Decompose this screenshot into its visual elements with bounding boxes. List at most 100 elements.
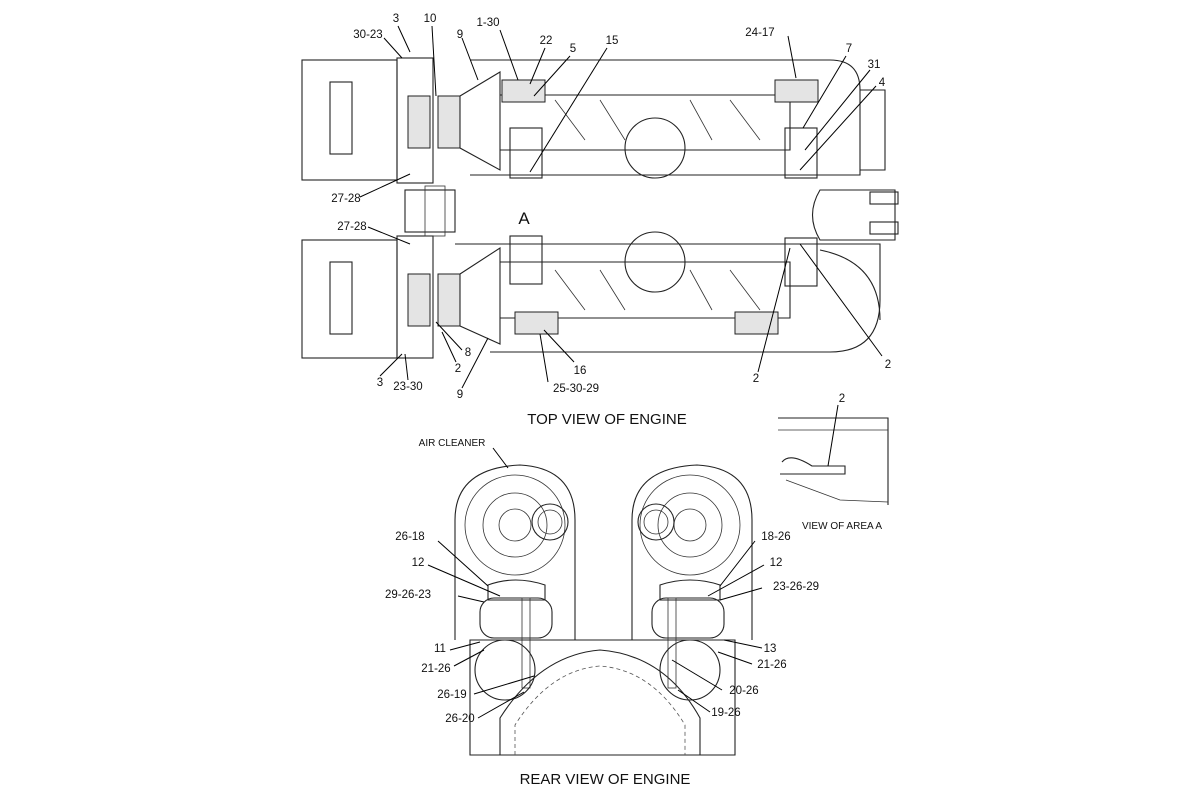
loop-tab-lower <box>869 221 899 235</box>
saddle-bracket-right <box>659 579 721 601</box>
rear-callout-23-26-29: 23-26-29 <box>773 581 819 593</box>
callout-27-28-upper: 27-28 <box>331 193 360 205</box>
callout-3-top: 3 <box>393 13 399 25</box>
callout-4: 4 <box>879 77 886 89</box>
callout-9-bottom: 9 <box>457 389 463 401</box>
turbo-housing-lower <box>624 231 686 293</box>
callout-10: 10 <box>424 13 437 25</box>
air-cleaner-left-outlet-inner <box>537 509 563 535</box>
mounting-plate-lower <box>329 261 353 335</box>
air-cleaner-right-outlet <box>637 503 675 541</box>
flywheel-housing-hidden-line <box>514 665 686 755</box>
flange-upper <box>396 57 434 184</box>
bellows-lower-2 <box>437 273 461 327</box>
air-cleaner-left-ring-2 <box>482 492 548 558</box>
turbo-housing-upper <box>624 117 686 179</box>
flange-lower <box>396 235 434 359</box>
area-a-floor <box>785 479 889 503</box>
center-link-plate <box>424 185 446 237</box>
air-cleaner-right-outlet-inner <box>643 509 669 535</box>
mounting-plate-upper <box>329 81 353 155</box>
loop-tab-upper <box>869 191 899 205</box>
manifold-ribs-upper <box>554 99 761 141</box>
callout-9-top: 9 <box>457 29 463 41</box>
elbow-lower-right <box>819 249 881 321</box>
callout-30-23: 30-23 <box>353 29 382 41</box>
outlet-duct-right <box>651 597 725 639</box>
rear-callout-11: 11 <box>434 643 446 655</box>
callout-7: 7 <box>846 43 852 55</box>
rear-callout-13: 13 <box>764 643 777 655</box>
rear-view-leaders <box>427 447 765 719</box>
manifold-tube-lower <box>500 261 791 319</box>
air-cleaner-left-ring-3 <box>498 508 532 542</box>
strap-right <box>667 597 677 689</box>
area-a-bracket <box>780 457 846 475</box>
callout-2-left: 2 <box>455 363 461 375</box>
round-plate-right <box>659 639 721 701</box>
rear-callout-26-20: 26-20 <box>445 713 474 725</box>
rear-callout-21-26-left: 21-26 <box>421 663 450 675</box>
manifold-housing-upper <box>470 59 861 176</box>
transition-duct-lower <box>459 246 501 345</box>
air-cleaner-right-ring-3 <box>673 508 707 542</box>
callout-2-center: 2 <box>753 373 759 385</box>
transition-duct-upper <box>459 71 501 171</box>
callout-25-30-29: 25-30-29 <box>553 383 599 395</box>
area-a-detail: 2 VIEW OF AREA A <box>778 393 889 532</box>
clamp-group-lower-left <box>514 311 559 335</box>
top-view-labels: 3 30-23 10 9 1-30 22 5 15 24-17 7 31 4 2… <box>331 13 891 428</box>
callout-3-bottom: 3 <box>377 377 383 389</box>
top-view-drawing <box>301 57 899 359</box>
bellows-upper-1 <box>407 95 431 149</box>
flywheel-housing-frame <box>469 639 736 756</box>
callout-8: 8 <box>465 347 471 359</box>
bellows-lower-1 <box>407 273 431 327</box>
manifold-housing-lower <box>455 243 881 353</box>
rear-callout-19-26: 19-26 <box>711 707 740 719</box>
rear-callout-29-26-23: 29-26-23 <box>385 589 431 601</box>
manifold-ribs-lower <box>554 269 761 311</box>
air-cleaner-box-lower <box>301 239 398 359</box>
bracket-upper-left <box>509 127 543 179</box>
bracket-upper-right <box>784 127 818 179</box>
air-cleaner-box-upper <box>301 59 398 181</box>
strap-left <box>521 597 531 689</box>
callout-23-30: 23-30 <box>393 381 422 393</box>
shield-right-upper <box>860 89 886 171</box>
rear-callout-26-19: 26-19 <box>437 689 466 701</box>
center-link <box>404 189 456 233</box>
top-view-caption: TOP VIEW OF ENGINE <box>527 411 686 428</box>
rear-callout-26-18: 26-18 <box>395 531 424 543</box>
rear-view-caption: REAR VIEW OF ENGINE <box>520 771 691 788</box>
air-cleaner-right-ring-1 <box>639 474 741 576</box>
bracket-lower-right <box>784 237 818 287</box>
saddle-bracket-left <box>487 579 546 601</box>
area-view-caption: VIEW OF AREA A <box>802 521 882 532</box>
callout-31: 31 <box>868 59 881 71</box>
callout-5: 5 <box>570 43 576 55</box>
manifold-tube-upper <box>500 94 791 151</box>
flywheel-housing <box>499 649 701 755</box>
rear-view-labels: AIR CLEANER 26-18 12 29-26-23 11 21-26 2… <box>385 438 819 788</box>
air-cleaner-label: AIR CLEANER <box>419 438 486 449</box>
area-a-marker: A <box>518 209 530 228</box>
air-cleaner-left-ring-1 <box>464 474 566 576</box>
clamp-group-lower-right <box>734 311 779 335</box>
clamp-group-upper-left <box>501 79 546 103</box>
callout-1-30: 1-30 <box>476 17 499 29</box>
callout-15: 15 <box>606 35 619 47</box>
bellows-upper-2 <box>437 95 461 149</box>
bracket-lower-left <box>509 235 543 285</box>
top-view-leaders <box>359 25 883 389</box>
air-cleaner-right <box>631 464 753 640</box>
air-cleaner-right-ring-2 <box>657 492 723 558</box>
callout-27-28-lower: 27-28 <box>337 221 366 233</box>
air-cleaner-left <box>454 464 576 640</box>
callout-16: 16 <box>574 365 587 377</box>
air-cleaner-left-outlet <box>531 503 569 541</box>
area-callout-2: 2 <box>839 393 845 405</box>
rear-callout-12-left: 12 <box>412 557 425 569</box>
callout-22: 22 <box>540 35 553 47</box>
